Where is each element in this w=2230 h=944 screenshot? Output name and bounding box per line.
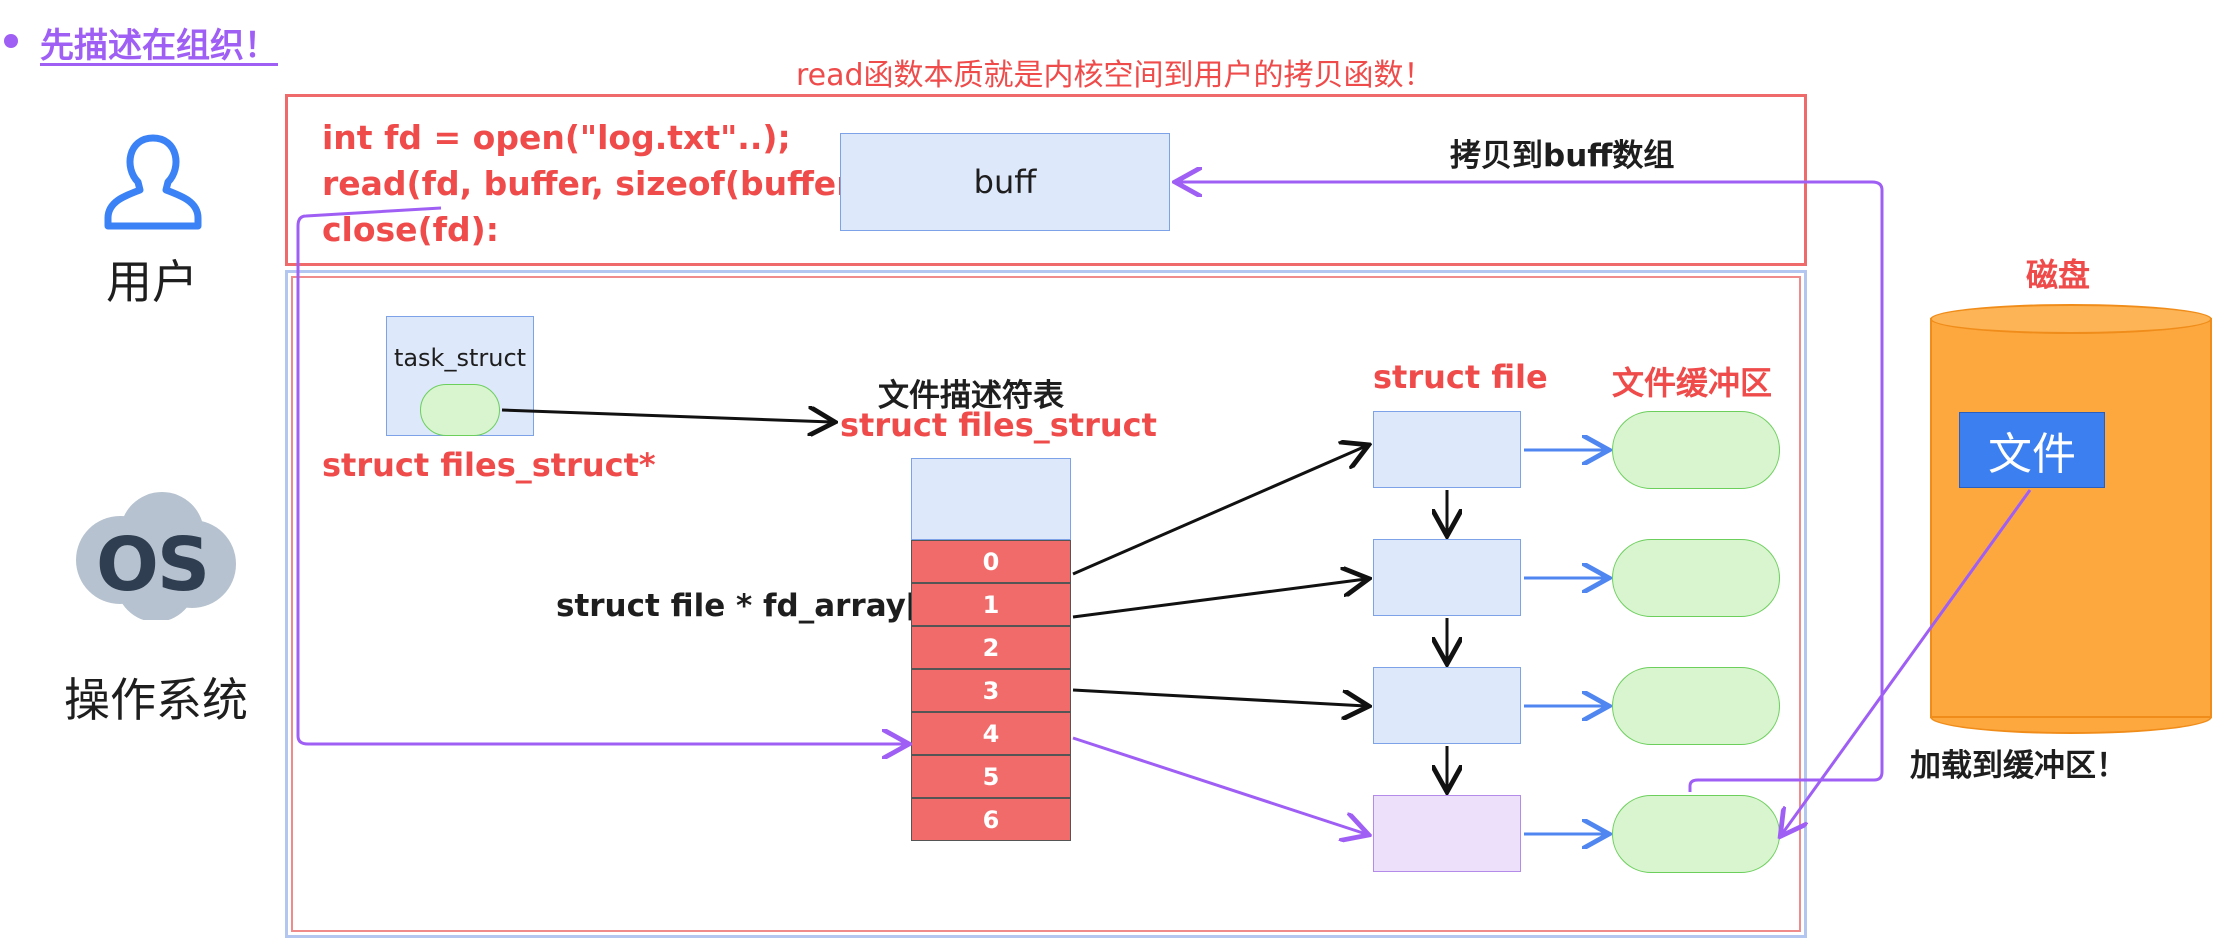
copy-to-buff-label: 拷贝到buff数组 (1450, 138, 1675, 174)
struct-file-box-opened (1373, 795, 1521, 872)
file-buffer-target (1612, 795, 1780, 873)
fd-cell-5: 5 (911, 755, 1071, 798)
files-struct-pointer-label: struct files_struct* (322, 446, 656, 484)
user-space-box (285, 94, 1807, 266)
struct-file-label: struct file (1373, 358, 1548, 396)
code-line-read: read(fd, buffer, sizeof(buffer): (322, 164, 881, 203)
arrow-task-to-files-struct (501, 410, 832, 422)
files-struct-title: struct files_struct (840, 406, 1157, 444)
fd-array-label: struct file * fd_array[] (556, 588, 935, 624)
arrow-buffer-to-buff (1178, 182, 1884, 792)
task-struct-label: task_struct (393, 344, 527, 372)
buff-box: buff (840, 133, 1170, 231)
top-note: read函数本质就是内核空间到用户的拷贝函数！ (796, 58, 1434, 93)
fd-cell-6: 6 (911, 798, 1071, 841)
fd-cell-3: 3 (911, 669, 1071, 712)
file-buffer (1612, 411, 1780, 489)
fd-table-title: 文件描述符表 (878, 378, 1064, 414)
arrow-fd1-to-file (1072, 579, 1366, 619)
user-label: 用户 (106, 255, 198, 309)
code-line-open: int fd = open("log.txt"..); (322, 118, 791, 157)
arrow-fd0-to-file (1072, 446, 1366, 576)
os-badge: OS (96, 522, 210, 608)
struct-file-box (1373, 411, 1521, 488)
code-line-close: close(fd): (322, 210, 499, 249)
disk-cylinder-body (1930, 318, 2212, 718)
struct-file-box (1373, 539, 1521, 616)
disk-file: 文件 (1959, 412, 2105, 488)
fd-table-header (911, 458, 1071, 540)
heading: 先描述在组织！ (40, 26, 278, 66)
user-icon (100, 132, 206, 232)
fd-cell-2: 2 (911, 626, 1071, 669)
arrow-read-fd-to-index-4 (296, 206, 906, 744)
disk-cylinder-top (1930, 304, 2212, 334)
kernel-space-box (285, 270, 1807, 938)
files-pointer-pill (420, 384, 500, 436)
arrow-fd4-to-file (1072, 736, 1366, 834)
os-cloud-icon (70, 490, 240, 622)
arrow-disk-to-buffer (1782, 489, 2032, 834)
load-to-buffer-label: 加载到缓冲区！ (1910, 748, 2127, 784)
file-buffer (1612, 667, 1780, 745)
struct-file-box (1373, 667, 1521, 744)
fd-cell-0: 0 (911, 540, 1071, 583)
heading-bullet (4, 34, 18, 48)
arrow-fd3-to-file (1072, 688, 1366, 706)
file-buffer (1612, 539, 1780, 617)
file-buffer-label: 文件缓冲区 (1612, 364, 1773, 402)
fd-cell-1: 1 (911, 583, 1071, 626)
os-label: 操作系统 (64, 673, 248, 727)
kernel-space-inner-border (291, 276, 1801, 932)
disk-label: 磁盘 (2026, 256, 2091, 294)
